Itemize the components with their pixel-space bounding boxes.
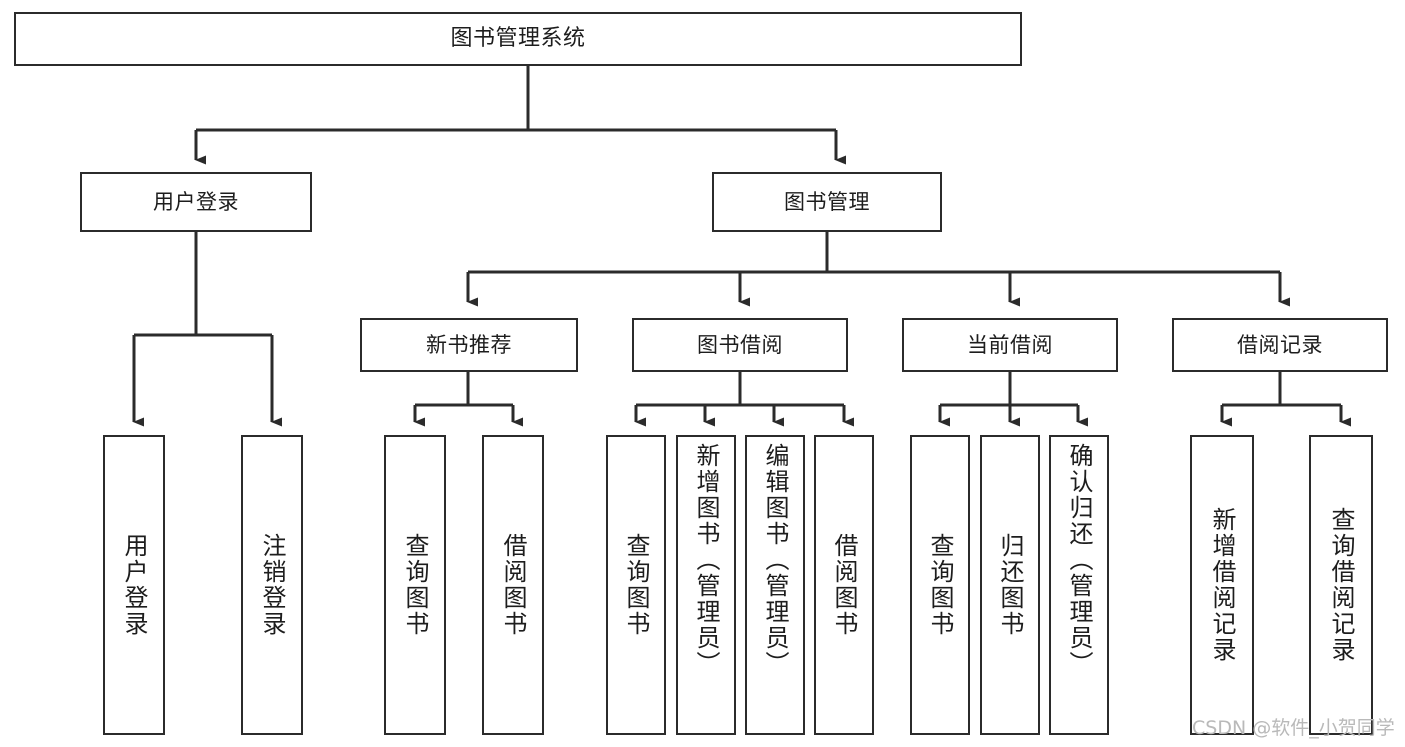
node-current-borrow[interactable]: 当前借阅 (902, 318, 1118, 372)
node-label: 借阅记录 (1237, 332, 1323, 357)
node-label: 归还图书 (996, 533, 1024, 637)
node-label: 用户登录 (120, 533, 148, 637)
node-label: 查询借阅记录 (1327, 507, 1355, 663)
leaf-query-record[interactable]: 查询借阅记录 (1309, 435, 1373, 735)
leaf-add-record[interactable]: 新增借阅记录 (1190, 435, 1254, 735)
node-label: 注销登录 (258, 533, 286, 637)
leaf-query-book-1[interactable]: 查询图书 (384, 435, 446, 735)
node-label: 图书借阅 (697, 332, 783, 357)
node-label: 当前借阅 (967, 332, 1053, 357)
leaf-user-login[interactable]: 用户登录 (103, 435, 165, 735)
node-label: 图书管理 (784, 189, 870, 214)
node-label: 确认归还（管理员） (1065, 443, 1093, 677)
csdn-watermark: CSDN @软件_小贺同学 (1192, 717, 1395, 739)
node-label: 新增借阅记录 (1208, 507, 1236, 663)
leaf-borrow-book-2[interactable]: 借阅图书 (814, 435, 874, 735)
node-label: 借阅图书 (830, 533, 858, 637)
node-label: 新增图书（管理员） (692, 443, 720, 677)
node-new-book-rec[interactable]: 新书推荐 (360, 318, 578, 372)
node-user-login[interactable]: 用户登录 (80, 172, 312, 232)
leaf-confirm-return[interactable]: 确认归还（管理员） (1049, 435, 1109, 735)
leaf-return-book[interactable]: 归还图书 (980, 435, 1040, 735)
leaf-borrow-book-1[interactable]: 借阅图书 (482, 435, 544, 735)
node-label: 编辑图书（管理员） (761, 443, 789, 677)
node-label: 新书推荐 (426, 332, 512, 357)
node-book-borrow[interactable]: 图书借阅 (632, 318, 848, 372)
leaf-logout-login[interactable]: 注销登录 (241, 435, 303, 735)
node-book-manage[interactable]: 图书管理 (712, 172, 942, 232)
node-label: 查询图书 (401, 533, 429, 637)
leaf-query-book-3[interactable]: 查询图书 (910, 435, 970, 735)
node-label: 查询图书 (926, 533, 954, 637)
leaf-add-book[interactable]: 新增图书（管理员） (676, 435, 736, 735)
leaf-query-book-2[interactable]: 查询图书 (606, 435, 666, 735)
node-borrow-record[interactable]: 借阅记录 (1172, 318, 1388, 372)
node-label: 借阅图书 (499, 533, 527, 637)
node-label: 查询图书 (622, 533, 650, 637)
node-label: 用户登录 (153, 189, 239, 214)
node-root-system[interactable]: 图书管理系统 (14, 12, 1022, 66)
node-label: 图书管理系统 (450, 26, 586, 52)
leaf-edit-book[interactable]: 编辑图书（管理员） (745, 435, 805, 735)
